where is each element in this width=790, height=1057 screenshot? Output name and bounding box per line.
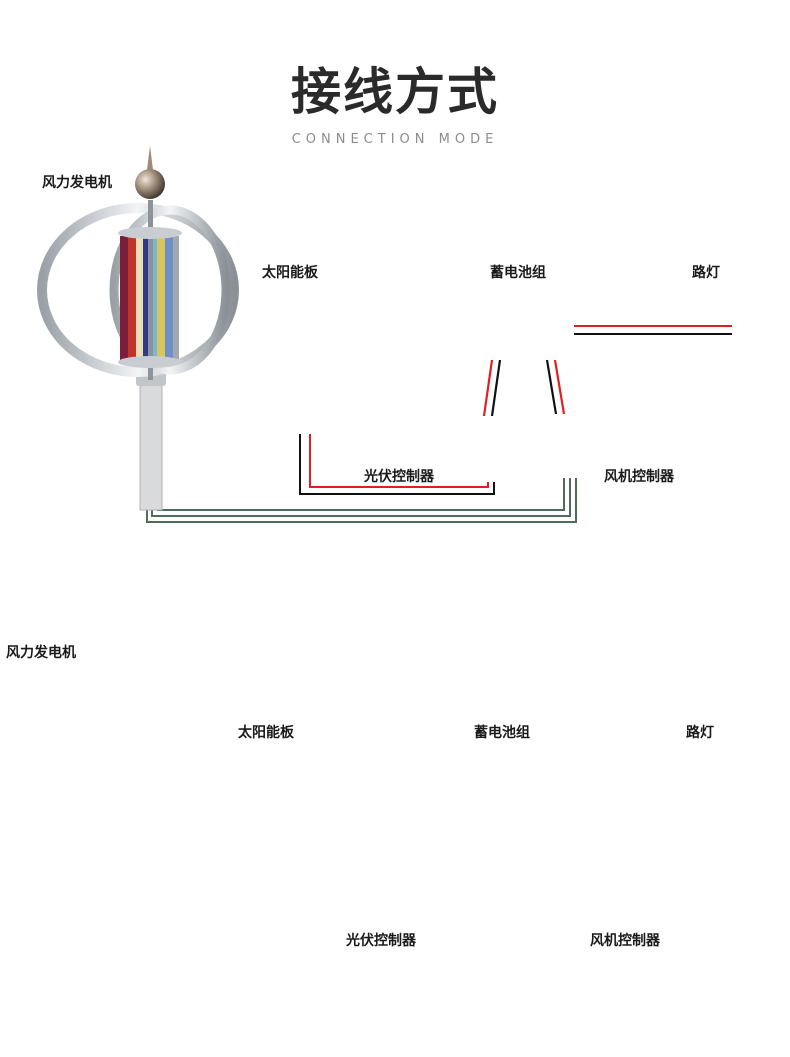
turbine-blades [120,236,179,360]
page-subtitle: CONNECTION MODE [291,132,499,147]
label-wind-controller-2: 风机控制器 [590,933,660,949]
solar-wires [299,434,495,495]
label-pv-controller-2: 光伏控制器 [346,933,416,949]
label-load-2: 路灯 [686,725,714,741]
label-battery-1: 蓄电池组 [490,265,546,281]
label-street-light-1: 路灯 [692,265,720,281]
load-wires [574,325,732,335]
label-solar-panel-2: 太阳能板 [238,725,294,741]
label-pv-controller-1: 光伏控制器 [364,469,434,485]
page-title: 接线方式 [291,63,499,121]
label-wind-controller-1: 风机控制器 [604,469,674,485]
turbine-wires [146,478,577,523]
label-wind-turbine-1: 风力发电机 [42,175,112,191]
label-wind-turbine-2: 风力发电机 [6,645,76,661]
battery-wires [482,359,566,417]
label-solar-panel-1: 太阳能板 [262,265,318,281]
label-battery-2: 蓄电池组 [474,725,530,741]
wind-turbine-1 [37,146,239,511]
diagram-1 [37,146,732,523]
